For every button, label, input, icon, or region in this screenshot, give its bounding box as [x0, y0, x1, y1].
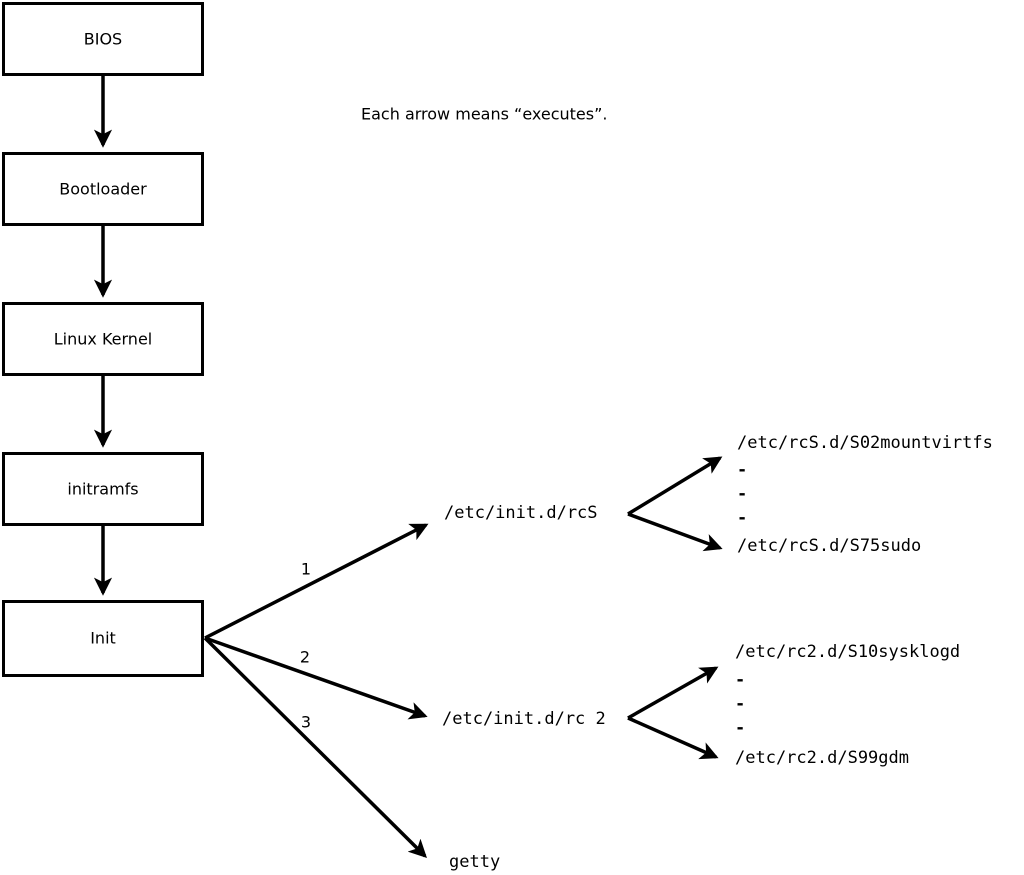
init-fanout-arrows: [203, 523, 429, 858]
label-rc2-last-script[interactable]: /etc/rc2.d/S99gdm: [735, 748, 909, 768]
edge-number-1: 1: [301, 560, 311, 579]
label-etc-init-d-rcS[interactable]: /etc/init.d/rcS: [444, 503, 598, 523]
edge-number-2: 2: [300, 648, 310, 667]
rcS-ellipsis-dash-1: -: [737, 460, 747, 480]
arrow-rc2-to-last-script: [627, 716, 719, 760]
label-rcS-first-script[interactable]: /etc/rcS.d/S02mountvirtfs: [737, 433, 993, 453]
init-edge-numbers: 1 2 3: [300, 560, 311, 732]
label-getty[interactable]: getty: [449, 852, 500, 872]
node-init-label: Init: [90, 629, 116, 648]
arrow-init-to-rc2: [204, 636, 428, 720]
node-init[interactable]: Init: [2, 600, 204, 677]
rc2-ellipsis-dash-2: -: [735, 694, 745, 714]
arrow-init-to-getty: [203, 636, 427, 858]
label-etc-init-d-rc-2[interactable]: /etc/init.d/rc 2: [442, 709, 606, 729]
node-linux-kernel-label: Linux Kernel: [54, 330, 152, 349]
node-bios[interactable]: BIOS: [2, 2, 204, 76]
node-bootloader-label: Bootloader: [59, 180, 147, 199]
edge-number-3: 3: [301, 713, 311, 732]
rcS-script-group: /etc/rcS.d/S02mountvirtfs /etc/rcS.d/S75…: [627, 433, 993, 556]
legend-note: Each arrow means “executes”.: [361, 105, 607, 124]
arrow-rcS-to-first-script: [627, 456, 723, 516]
boot-chain-boxes: BIOS Bootloader Linux Kernel initramfs I…: [2, 2, 204, 677]
node-bootloader[interactable]: Bootloader: [2, 152, 204, 226]
arrow-rcS-to-last-script: [627, 512, 723, 552]
label-rcS-last-script[interactable]: /etc/rcS.d/S75sudo: [737, 536, 921, 556]
node-initramfs-label: initramfs: [67, 480, 138, 499]
node-initramfs[interactable]: initramfs: [2, 452, 204, 526]
node-linux-kernel[interactable]: Linux Kernel: [2, 302, 204, 376]
rcS-ellipsis-dash-3: -: [737, 508, 747, 528]
rc2-ellipsis-dash-3: -: [735, 718, 745, 738]
rcS-ellipsis-dash-2: -: [737, 484, 747, 504]
label-rc2-first-script[interactable]: /etc/rc2.d/S10sysklogd: [735, 642, 960, 662]
rc2-script-group: /etc/rc2.d/S10sysklogd /etc/rc2.d/S99gdm…: [627, 642, 960, 768]
rc2-ellipsis-dash-1: -: [735, 670, 745, 690]
arrow-rc2-to-first-script: [627, 666, 719, 720]
arrow-init-to-rcS: [204, 523, 429, 640]
node-bios-label: BIOS: [84, 30, 122, 49]
init-target-labels: /etc/init.d/rcS /etc/init.d/rc 2 getty: [442, 503, 606, 872]
